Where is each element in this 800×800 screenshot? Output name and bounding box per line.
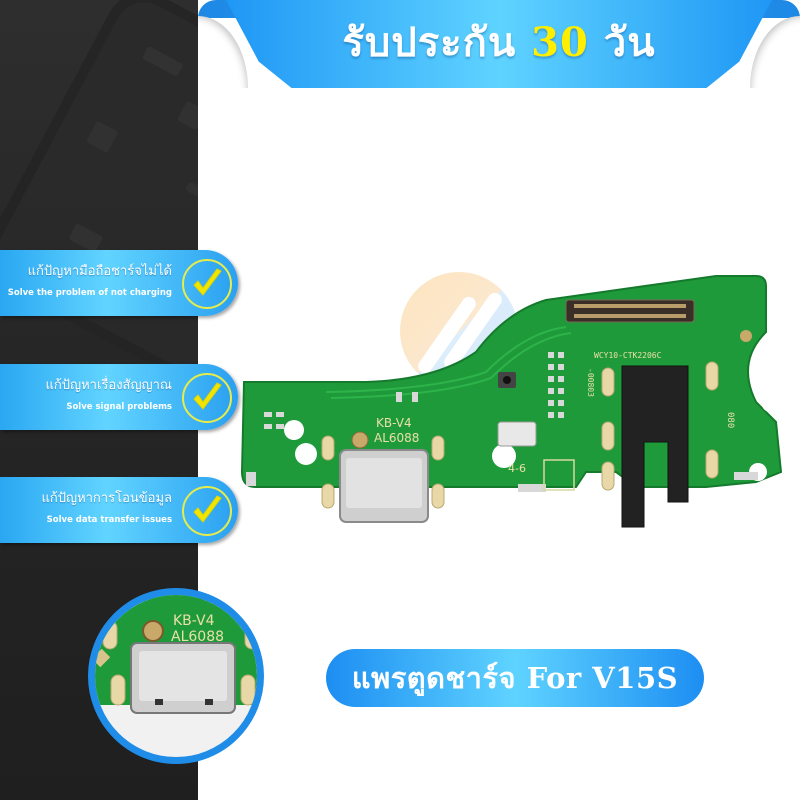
- feature-thai-text: แก้ปัญหาเรื่องสัญญาณ: [45, 378, 172, 393]
- charging-port-board-image: KB-V4 AL6088 4-6 WCY10-CTK2206C -00803 0…: [236, 272, 786, 532]
- board-label-part-number: WCY10-CTK2206C: [594, 351, 662, 360]
- check-icon: [182, 259, 232, 309]
- warranty-banner: รับประกัน 30 วัน: [198, 0, 800, 88]
- product-caption-text: แพรตูดชาร์จ For V15S: [351, 661, 679, 695]
- warranty-title-suffix: วัน: [603, 19, 656, 66]
- check-icon: [182, 486, 232, 536]
- warranty-title-prefix: รับประกัน: [342, 19, 517, 66]
- check-icon: [182, 373, 232, 423]
- board-label-vertical-1: -00803: [586, 368, 595, 397]
- feature-thai-text: แก้ปัญหาการโอนข้อมูล: [41, 491, 172, 506]
- feature-charging: แก้ปัญหามือถือชาร์จไม่ได้ Solve the prob…: [0, 250, 238, 316]
- banner-ribbon: [226, 0, 772, 88]
- board-label-4-6: 4-6: [508, 462, 526, 475]
- feature-english-text: Solve data transfer issues: [46, 515, 172, 525]
- zoom-label-code: AL6088: [171, 629, 224, 645]
- feature-english-text: Solve the problem of not charging: [7, 288, 172, 298]
- feature-signal: แก้ปัญหาเรื่องสัญญาณ Solve signal proble…: [0, 364, 238, 430]
- feature-data-transfer: แก้ปัญหาการโอนข้อมูล Solve data transfer…: [0, 477, 238, 543]
- product-caption: แพรตูดชาร์จ For V15S: [326, 649, 704, 707]
- warranty-title: รับประกัน 30 วัน: [198, 10, 800, 74]
- phone-frame-background: [0, 0, 198, 392]
- board-label-code: AL6088: [374, 431, 419, 445]
- board-label-vertical-2: 080: [725, 412, 735, 428]
- warranty-days: 30: [531, 19, 589, 66]
- usb-port-zoom-inset: KB-V4 AL6088: [88, 588, 264, 764]
- feature-thai-text: แก้ปัญหามือถือชาร์จไม่ได้: [27, 264, 172, 279]
- board-label-model: KB-V4: [376, 416, 412, 430]
- feature-english-text: Solve signal problems: [66, 402, 172, 412]
- zoom-label-model: KB-V4: [173, 613, 215, 629]
